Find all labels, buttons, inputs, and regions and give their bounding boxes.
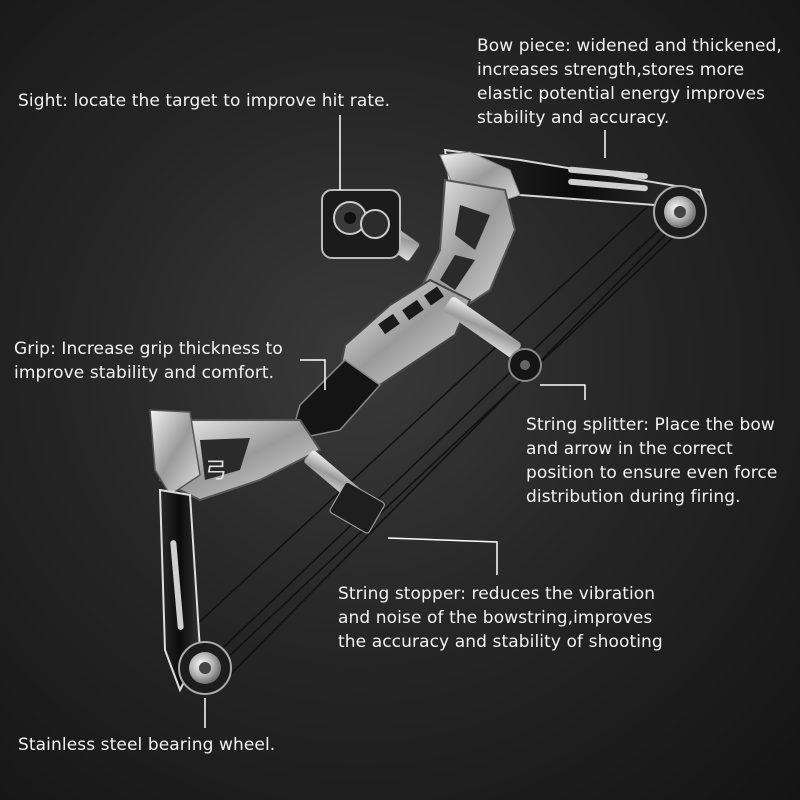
callout-line: increases strength,stores more xyxy=(477,60,745,80)
leader-lines xyxy=(204,115,606,728)
riser-grip xyxy=(288,278,472,441)
leader-grip xyxy=(300,359,326,390)
sight-assembly xyxy=(321,189,421,262)
lower-limb xyxy=(149,409,202,693)
string-splitter xyxy=(444,297,542,382)
leader-stopper xyxy=(387,537,498,575)
lower-bearing-wheel xyxy=(178,641,232,695)
callout-line: Stainless steel bearing wheel. xyxy=(18,735,276,755)
callout-line: Bow piece: widened and thickened, xyxy=(477,36,782,56)
callout-line: stability and accuracy. xyxy=(477,108,670,128)
callout-line: the accuracy and stability of shooting xyxy=(338,632,663,652)
callout-grip: Grip: Increase grip thickness to improve… xyxy=(14,337,283,385)
callout-line: String splitter: Place the bow xyxy=(526,415,775,435)
callout-bearing-wheel: Stainless steel bearing wheel. xyxy=(18,733,275,757)
callout-sight: Sight: locate the target to improve hit … xyxy=(18,89,390,113)
callout-line: and noise of the bowstring,improves xyxy=(338,608,653,628)
bowstrings xyxy=(179,194,701,691)
callout-line: position to ensure even force xyxy=(526,463,778,483)
callout-string-stopper: String stopper: reduces the vibration an… xyxy=(338,582,663,654)
callout-line: and arrow in the correct xyxy=(526,439,733,459)
string-stopper xyxy=(304,450,385,534)
callout-line: Sight: locate the target to improve hit … xyxy=(18,91,391,111)
leader-splitter xyxy=(540,384,586,400)
callout-line: distribution during firing. xyxy=(526,487,741,507)
callout-string-splitter: String splitter: Place the bow and arrow… xyxy=(526,413,777,509)
callout-line: String stopper: reduces the vibration xyxy=(338,584,656,604)
callout-line: Grip: Increase grip thickness to xyxy=(14,339,283,359)
riser-lower: 弓 xyxy=(158,419,322,502)
riser-mark: 弓 xyxy=(205,459,227,484)
callout-line: improve stability and comfort. xyxy=(14,363,275,383)
callout-line: elastic potential energy improves xyxy=(477,84,766,104)
callout-bow-piece: Bow piece: widened and thickened, increa… xyxy=(477,34,782,130)
upper-bearing-wheel xyxy=(653,185,707,239)
